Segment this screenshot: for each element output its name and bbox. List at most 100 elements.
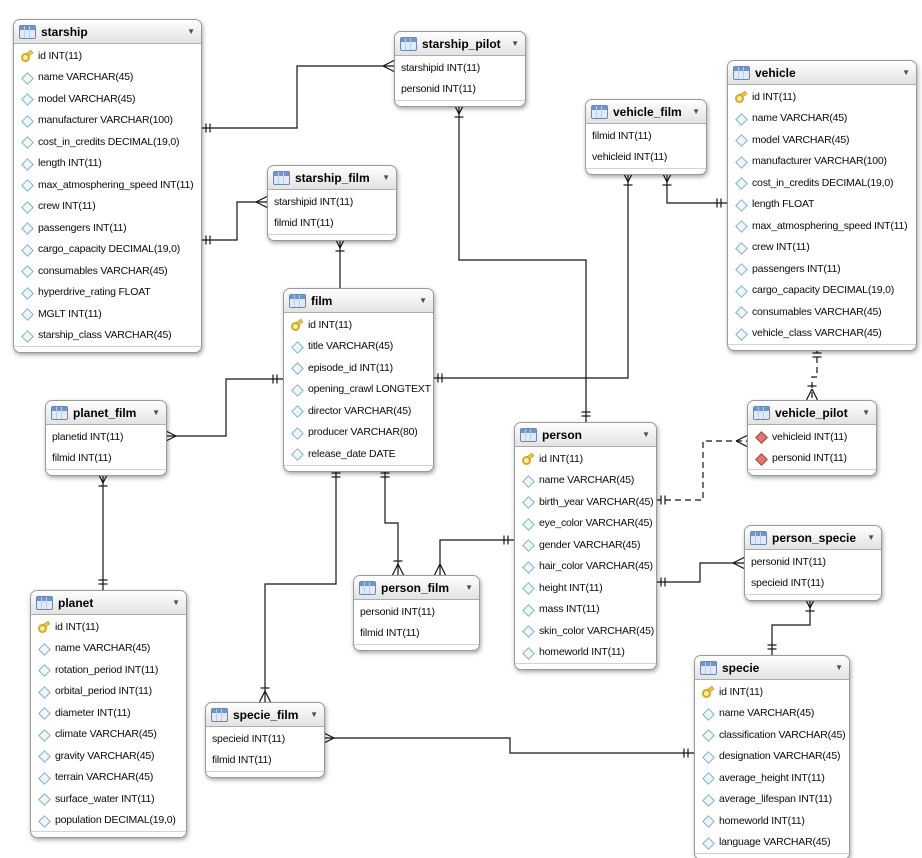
column-row[interactable]: passengers INT(11) (14, 217, 201, 239)
column-row[interactable]: eye_color VARCHAR(45) (515, 513, 656, 535)
table-planet[interactable]: planet▼id INT(11)name VARCHAR(45)rotatio… (30, 590, 187, 838)
column-row[interactable]: name VARCHAR(45) (14, 67, 201, 89)
column-row[interactable]: classification VARCHAR(45) (695, 724, 849, 746)
collapse-arrow-icon[interactable]: ▼ (310, 709, 318, 719)
column-row[interactable]: id INT(11) (695, 681, 849, 703)
column-row[interactable]: terrain VARCHAR(45) (31, 767, 186, 789)
table-header[interactable]: starship▼ (14, 20, 201, 44)
table-film[interactable]: film▼id INT(11)title VARCHAR(45)episode_… (283, 288, 434, 472)
collapse-arrow-icon[interactable]: ▼ (187, 26, 195, 36)
relationship-starship-starship_film[interactable] (200, 201, 267, 241)
column-row[interactable]: personid INT(11) (748, 448, 876, 470)
column-row[interactable]: max_atmosphering_speed INT(11) (728, 215, 916, 237)
relationship-specie-person_specie[interactable] (771, 597, 811, 655)
table-person_specie[interactable]: person_specie▼personid INT(11)specieid I… (744, 525, 882, 601)
collapse-arrow-icon[interactable]: ▼ (511, 38, 519, 48)
table-header[interactable]: person_film▼ (354, 576, 479, 600)
table-specie_film[interactable]: specie_film▼specieid INT(11)filmid INT(1… (205, 702, 325, 778)
column-row[interactable]: planetid INT(11) (46, 426, 166, 448)
column-row[interactable]: personid INT(11) (395, 79, 525, 101)
column-row[interactable]: name VARCHAR(45) (728, 108, 916, 130)
column-row[interactable]: rotation_period INT(11) (31, 659, 186, 681)
column-row[interactable]: director VARCHAR(45) (284, 400, 433, 422)
column-row[interactable]: cargo_capacity DECIMAL(19,0) (14, 239, 201, 261)
column-row[interactable]: skin_color VARCHAR(45) (515, 620, 656, 642)
table-header[interactable]: specie▼ (695, 656, 849, 680)
collapse-arrow-icon[interactable]: ▼ (867, 532, 875, 542)
column-row[interactable]: consumables VARCHAR(45) (14, 260, 201, 282)
column-row[interactable]: max_atmosphering_speed INT(11) (14, 174, 201, 196)
column-row[interactable]: consumables VARCHAR(45) (728, 301, 916, 323)
collapse-arrow-icon[interactable]: ▼ (862, 407, 870, 417)
relationship-vehicle-vehicle_film[interactable] (666, 171, 727, 204)
column-row[interactable]: manufacturer VARCHAR(100) (728, 151, 916, 173)
column-row[interactable]: gender VARCHAR(45) (515, 534, 656, 556)
column-row[interactable]: filmid INT(11) (268, 213, 396, 235)
table-person_film[interactable]: person_film▼personid INT(11)filmid INT(1… (353, 575, 480, 651)
relationship-film-person_film[interactable] (384, 467, 399, 575)
relationship-person-person_specie[interactable] (655, 562, 744, 583)
column-row[interactable]: average_lifespan INT(11) (695, 789, 849, 811)
column-row[interactable]: homeworld INT(11) (515, 642, 656, 664)
column-row[interactable]: filmid INT(11) (586, 125, 706, 147)
table-starship_pilot[interactable]: starship_pilot▼starshipid INT(11)personi… (394, 31, 526, 107)
table-vehicle_pilot[interactable]: vehicle_pilot▼vehicleid INT(11)personid … (747, 400, 877, 476)
collapse-arrow-icon[interactable]: ▼ (642, 429, 650, 439)
column-row[interactable]: manufacturer VARCHAR(100) (14, 110, 201, 132)
relationship-film-vehicle_film[interactable] (432, 171, 629, 379)
table-header[interactable]: planet▼ (31, 591, 186, 615)
table-header[interactable]: person▼ (515, 423, 656, 447)
column-row[interactable]: personid INT(11) (745, 551, 881, 573)
column-row[interactable]: specieid INT(11) (206, 728, 324, 750)
column-row[interactable]: mass INT(11) (515, 599, 656, 621)
column-row[interactable]: hair_color VARCHAR(45) (515, 556, 656, 578)
table-planet_film[interactable]: planet_film▼planetid INT(11)filmid INT(1… (45, 400, 167, 476)
column-row[interactable]: surface_water INT(11) (31, 788, 186, 810)
collapse-arrow-icon[interactable]: ▼ (465, 582, 473, 592)
column-row[interactable]: name VARCHAR(45) (515, 470, 656, 492)
column-row[interactable]: name VARCHAR(45) (695, 703, 849, 725)
table-header[interactable]: film▼ (284, 289, 433, 313)
column-row[interactable]: crew INT(11) (728, 237, 916, 259)
collapse-arrow-icon[interactable]: ▼ (172, 597, 180, 607)
table-header[interactable]: planet_film▼ (46, 401, 166, 425)
column-row[interactable]: episode_id INT(11) (284, 357, 433, 379)
table-person[interactable]: person▼id INT(11)name VARCHAR(45)birth_y… (514, 422, 657, 670)
column-row[interactable]: personid INT(11) (354, 601, 479, 623)
column-row[interactable]: vehicleid INT(11) (748, 426, 876, 448)
column-row[interactable]: designation VARCHAR(45) (695, 746, 849, 768)
column-row[interactable]: vehicle_class VARCHAR(45) (728, 323, 916, 345)
column-row[interactable]: id INT(11) (14, 45, 201, 67)
collapse-arrow-icon[interactable]: ▼ (152, 407, 160, 417)
column-row[interactable]: orbital_period INT(11) (31, 681, 186, 703)
column-row[interactable]: passengers INT(11) (728, 258, 916, 280)
table-starship_film[interactable]: starship_film▼starshipid INT(11)filmid I… (267, 165, 397, 241)
column-row[interactable]: diameter INT(11) (31, 702, 186, 724)
column-row[interactable]: length FLOAT (728, 194, 916, 216)
relationship-starship-starship_pilot[interactable] (200, 65, 394, 129)
relationship-film-planet_film[interactable] (165, 378, 283, 437)
column-row[interactable]: vehicleid INT(11) (586, 147, 706, 169)
column-row[interactable]: model VARCHAR(45) (14, 88, 201, 110)
table-header[interactable]: starship_film▼ (268, 166, 396, 190)
column-row[interactable]: producer VARCHAR(80) (284, 422, 433, 444)
column-row[interactable]: name VARCHAR(45) (31, 638, 186, 660)
column-row[interactable]: gravity VARCHAR(45) (31, 745, 186, 767)
column-row[interactable]: id INT(11) (728, 86, 916, 108)
column-row[interactable]: cargo_capacity DECIMAL(19,0) (728, 280, 916, 302)
table-header[interactable]: person_specie▼ (745, 526, 881, 550)
collapse-arrow-icon[interactable]: ▼ (835, 662, 843, 672)
column-row[interactable]: population DECIMAL(19,0) (31, 810, 186, 832)
column-row[interactable]: title VARCHAR(45) (284, 336, 433, 358)
table-header[interactable]: vehicle_film▼ (586, 100, 706, 124)
column-row[interactable]: id INT(11) (31, 616, 186, 638)
relationship-person-vehicle_pilot[interactable] (655, 440, 747, 501)
column-row[interactable]: climate VARCHAR(45) (31, 724, 186, 746)
column-row[interactable]: height INT(11) (515, 577, 656, 599)
table-specie[interactable]: specie▼id INT(11)name VARCHAR(45)classif… (694, 655, 850, 858)
column-row[interactable]: cost_in_credits DECIMAL(19,0) (728, 172, 916, 194)
column-row[interactable]: opening_crawl LONGTEXT (284, 379, 433, 401)
relationship-film-specie_film[interactable] (264, 467, 337, 702)
column-row[interactable]: id INT(11) (515, 448, 656, 470)
relationship-vehicle-vehicle_pilot[interactable] (811, 347, 818, 400)
